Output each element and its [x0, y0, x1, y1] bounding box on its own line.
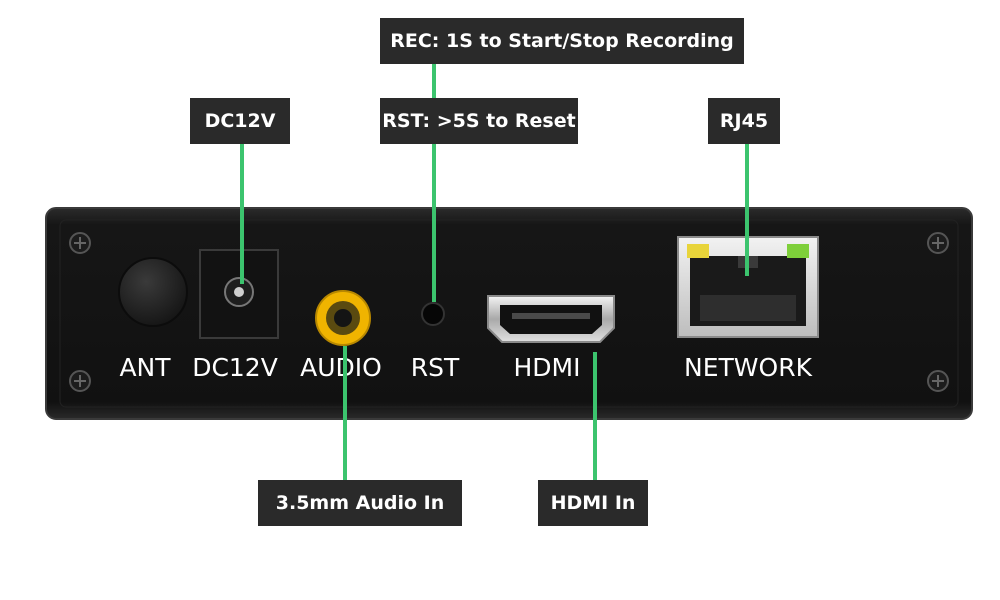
panel-label-dc: DC12V	[192, 353, 278, 382]
callout-audio-in: 3.5mm Audio In	[258, 480, 462, 526]
connector-dc	[240, 144, 244, 284]
connector-audio	[343, 346, 347, 482]
connector-rst	[432, 144, 436, 302]
callout-rj45: RJ45	[708, 98, 780, 144]
connector-hdmi	[593, 352, 597, 482]
panel-label-ant: ANT	[119, 353, 171, 382]
callout-rst: RST: >5S to Reset	[380, 98, 578, 144]
callout-dc: DC12V	[190, 98, 290, 144]
link-led-right	[787, 244, 809, 258]
audio-jack	[315, 290, 371, 346]
panel-label-network: NETWORK	[684, 353, 813, 382]
screw-icon	[69, 370, 91, 392]
antenna-port	[118, 257, 188, 327]
panel-label-audio: AUDIO	[300, 353, 382, 382]
link-led-left	[687, 244, 709, 258]
hdmi-port	[487, 295, 615, 343]
panel-label-rst: RST	[411, 353, 460, 382]
panel-label-hdmi: HDMI	[514, 353, 581, 382]
callout-hdmi-in: HDMI In	[538, 480, 648, 526]
screw-icon	[927, 370, 949, 392]
callout-rec: REC: 1S to Start/Stop Recording	[380, 18, 744, 64]
connector-rec	[432, 64, 436, 98]
screw-icon	[927, 232, 949, 254]
dc-power-jack	[199, 249, 279, 339]
reset-button	[421, 302, 445, 326]
connector-rj45	[745, 144, 749, 276]
screw-icon	[69, 232, 91, 254]
